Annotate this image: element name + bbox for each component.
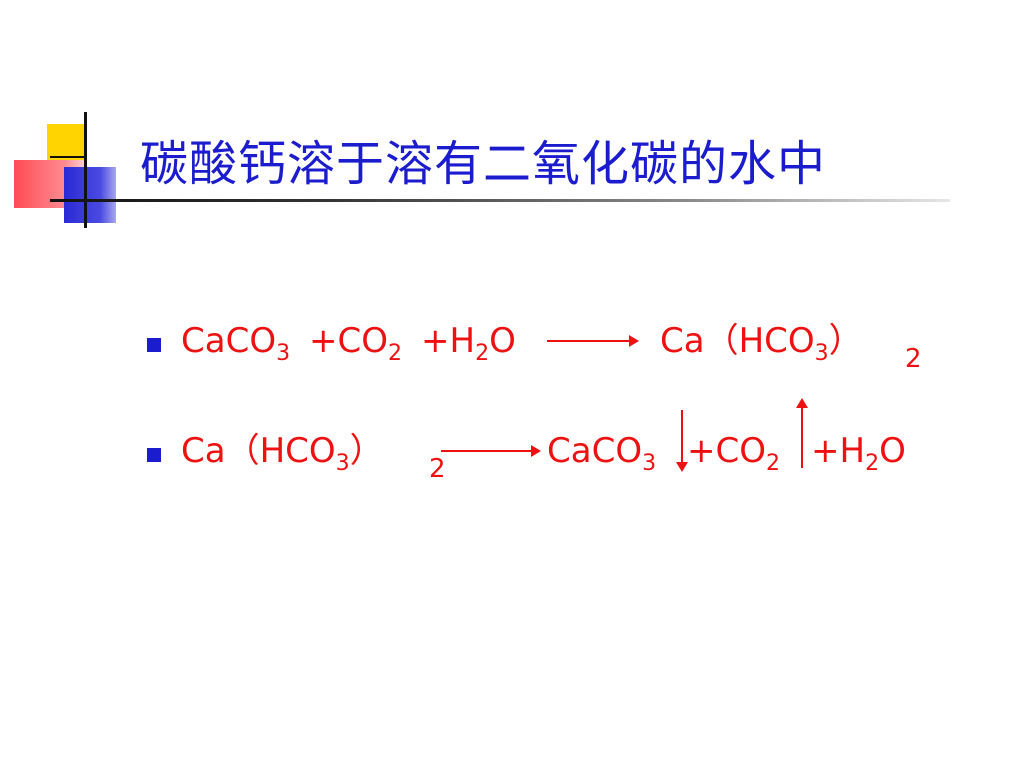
equation-1: CaCO3 +CO2 +H2O Ca（HCO3） 2 [145,316,985,372]
eq2-reactant-ca-hco3: Ca（HCO3） [181,431,384,476]
eq2-product-caco3: CaCO3 [547,431,657,476]
title-underline [50,199,950,202]
up-arrow-icon [796,398,808,468]
reaction-arrow-icon [547,335,639,347]
eq1-product-outer-sub: 2 [905,344,922,374]
decor-blue-block [64,167,116,223]
eq1-reactant-h2o: +H2O [421,321,516,366]
equation-2: Ca（HCO3） 2 CaCO3 +CO2 +H2O [145,398,985,482]
down-arrow-icon [676,410,688,472]
eq1-product-ca-hco3: Ca（HCO3） [660,321,863,366]
bullet-icon [147,338,161,352]
bullet-icon [147,448,161,462]
slide-title: 碳酸钙溶于溶有二氧化碳的水中 [140,136,827,192]
decor-vertical-line [84,112,87,228]
eq2-reactant-outer-sub: 2 [429,454,446,484]
reaction-arrow-icon [441,445,541,457]
eq1-reactant-caco3: CaCO3 [181,321,291,366]
eq1-reactant-co2: +CO2 [309,321,402,366]
eq2-product-h2o: +H2O [811,431,906,476]
eq2-product-co2: +CO2 [687,431,780,476]
decor-short-line [50,156,86,158]
